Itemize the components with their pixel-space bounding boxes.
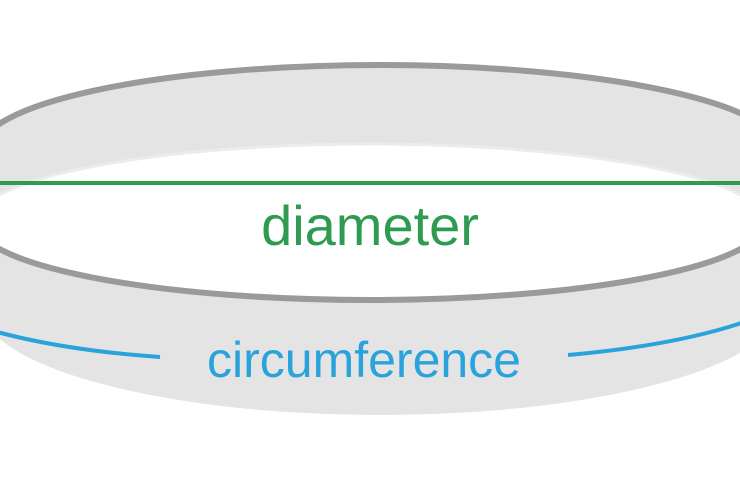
diameter-label: diameter xyxy=(261,194,479,257)
circumference-label: circumference xyxy=(207,332,521,388)
